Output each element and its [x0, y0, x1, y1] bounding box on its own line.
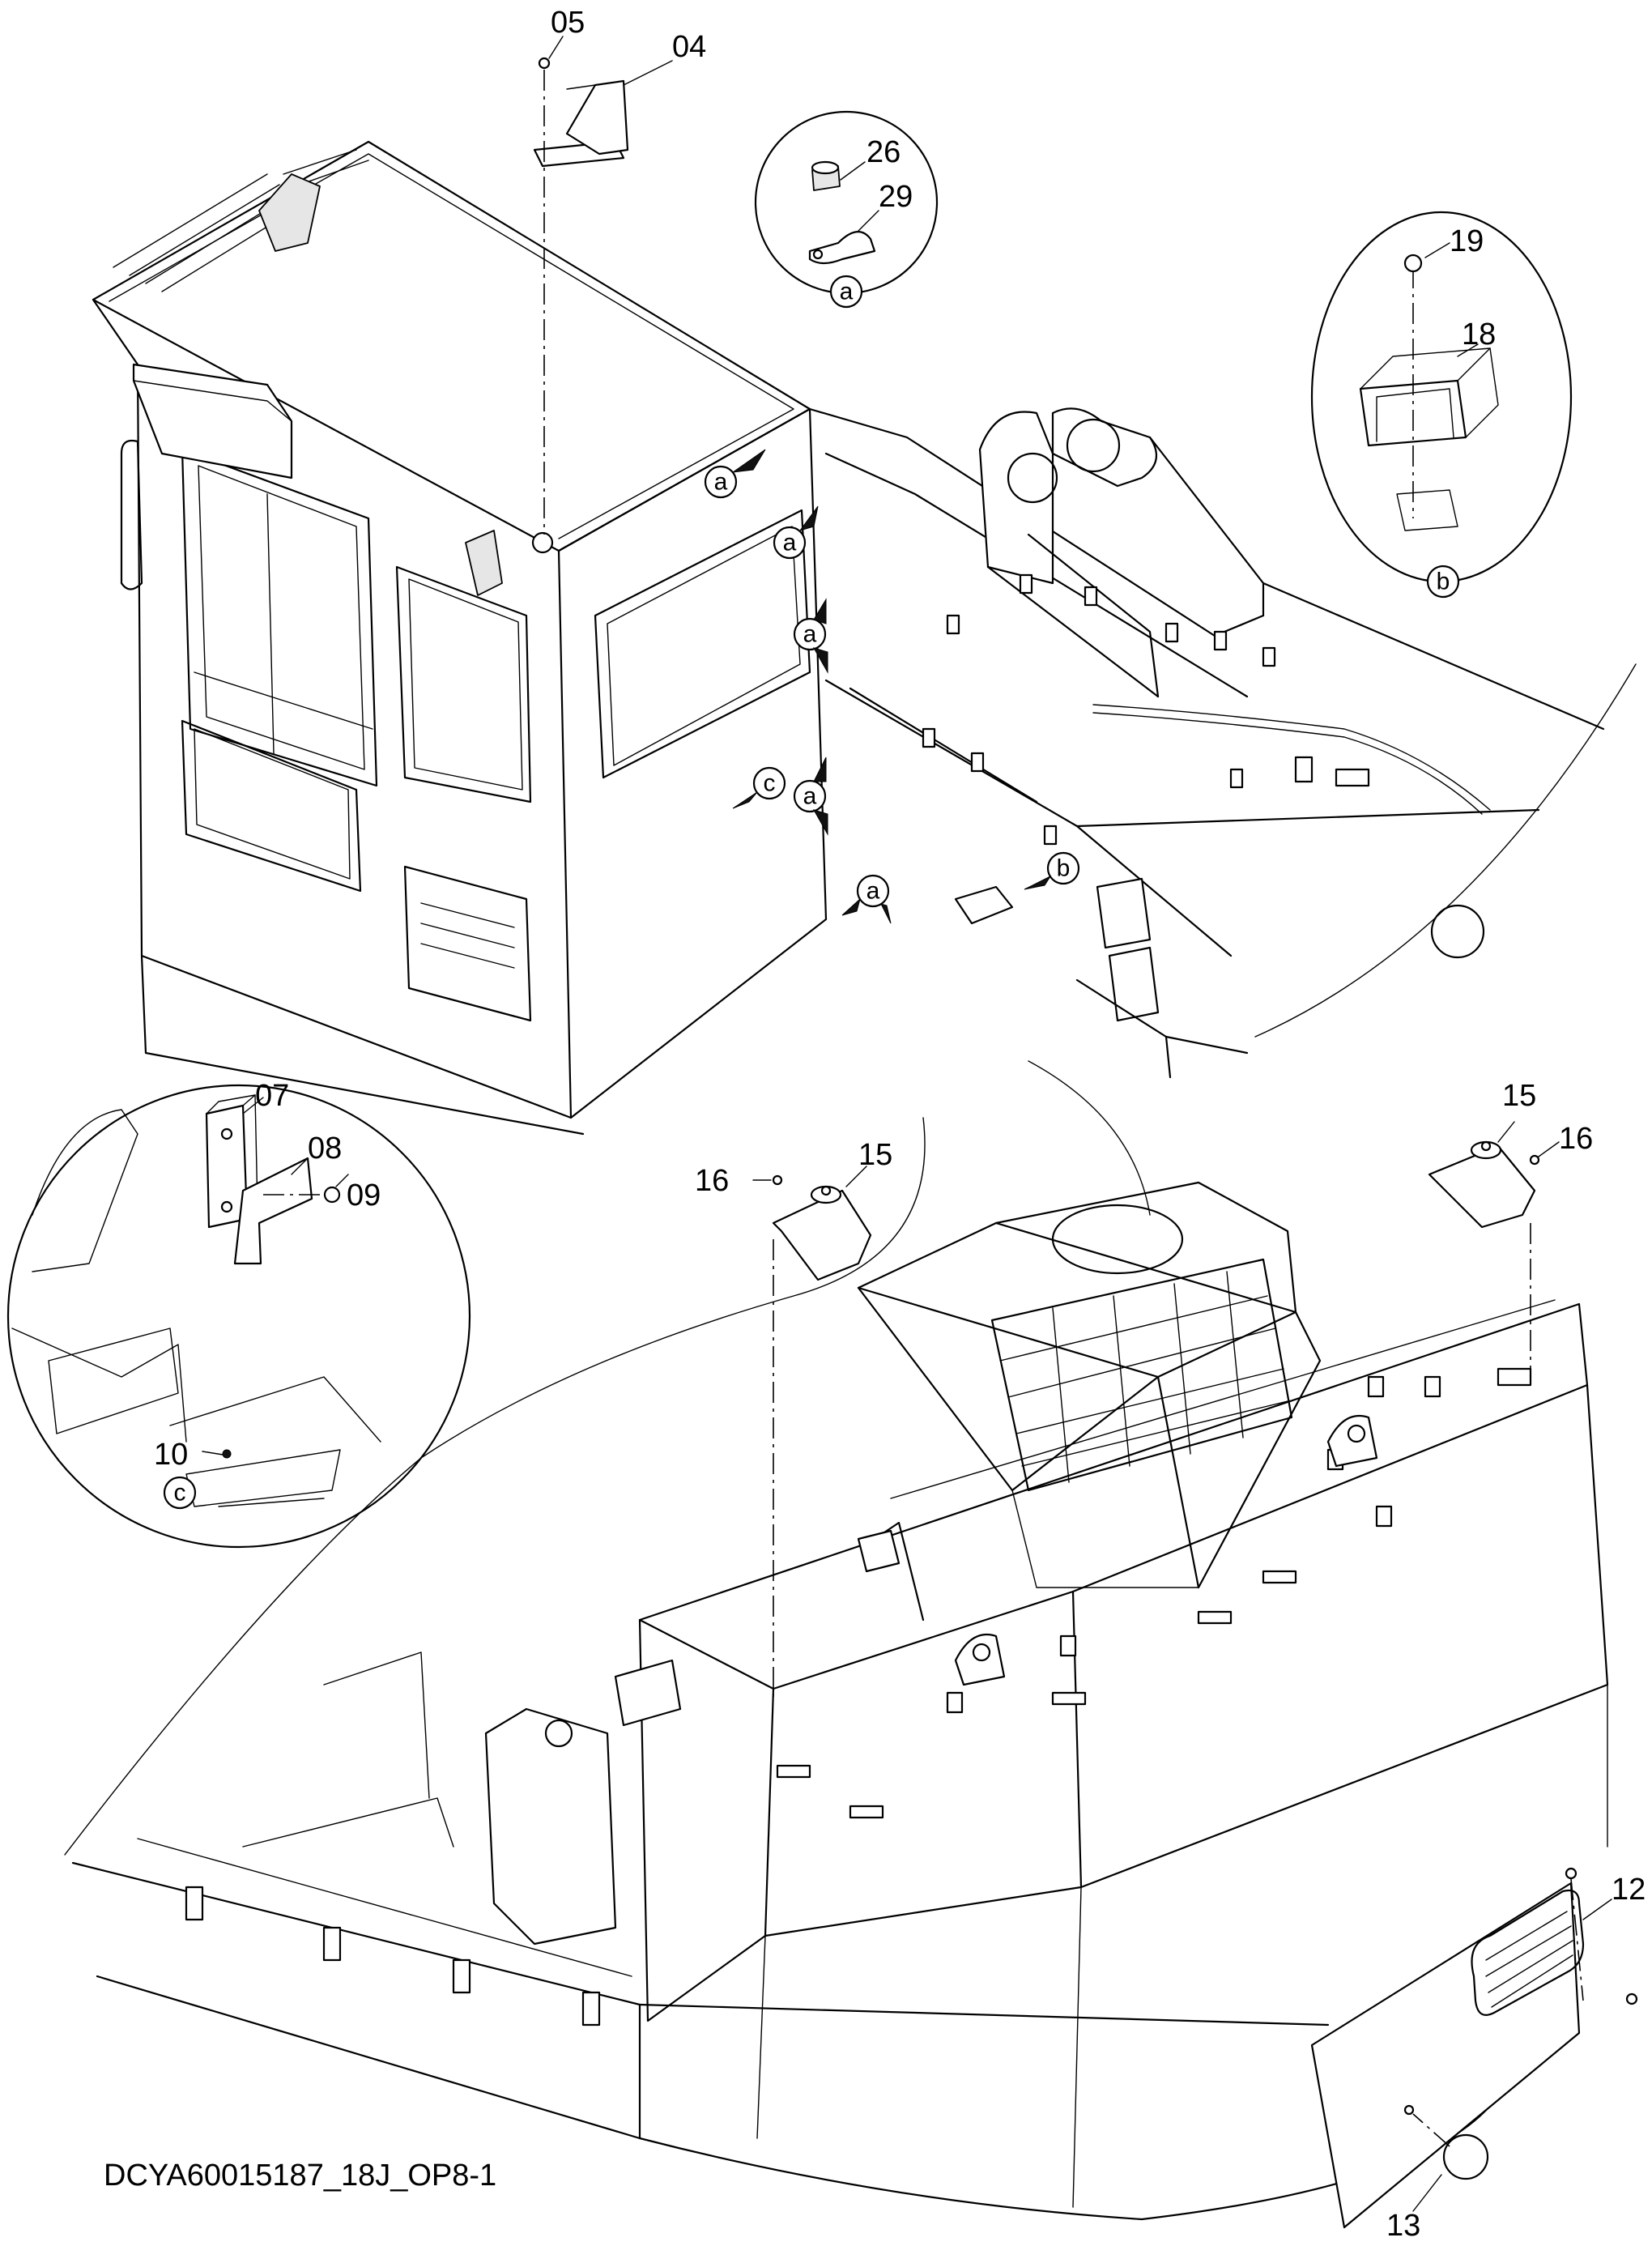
label-part-05: 05	[551, 6, 585, 40]
label-part-26: 26	[866, 135, 901, 169]
label-part-16-right: 16	[1559, 1122, 1593, 1156]
ref-a-marker-5: a	[866, 878, 880, 905]
part-labels: 05 04 26 29 19 18 07 08 09 10 15 16 15 1…	[154, 6, 1646, 2243]
part-15-mount-left	[752, 1166, 872, 1701]
ref-c-marker: c	[764, 770, 776, 797]
label-part-10: 10	[154, 1438, 188, 1472]
part-04-bracket	[533, 36, 673, 535]
label-part-18: 18	[1462, 318, 1496, 352]
part-15-mount-right	[1428, 1121, 1560, 1377]
part-12-side-cover	[1310, 1867, 1638, 2229]
lower-frame-assembly	[64, 1060, 1609, 2221]
ref-a-marker-3: a	[803, 621, 817, 648]
detail-a-marker: a	[840, 279, 854, 305]
label-part-09: 09	[347, 1178, 381, 1212]
label-part-16-left: 16	[695, 1164, 729, 1198]
reference-markers: a a a a a c b	[704, 449, 1080, 924]
cab-assembly	[92, 140, 828, 1136]
drawing-code: DCYA60015187_18J_OP8-1	[104, 2159, 496, 2193]
label-part-07: 07	[255, 1079, 289, 1113]
ref-a-marker-2: a	[783, 530, 797, 556]
label-part-15-left: 15	[858, 1138, 892, 1172]
label-part-04: 04	[672, 30, 706, 64]
detail-c-callout: c	[6, 1084, 471, 1549]
label-part-15-right: 15	[1502, 1079, 1536, 1113]
detail-b-marker: b	[1437, 569, 1450, 595]
label-part-12: 12	[1612, 1873, 1646, 1907]
detail-b-callout: b	[1310, 211, 1573, 599]
detail-c-marker: c	[174, 1480, 186, 1507]
upper-frame-assembly	[808, 407, 1637, 1079]
label-part-19: 19	[1450, 224, 1484, 258]
detail-a-callout: a	[754, 110, 939, 309]
ref-a-marker-4: a	[803, 783, 817, 810]
part-13-plug	[1412, 2113, 1489, 2212]
label-part-13: 13	[1386, 2209, 1420, 2243]
label-part-29: 29	[879, 180, 913, 214]
ref-b-marker: b	[1057, 855, 1071, 882]
ref-a-marker-1: a	[714, 469, 728, 496]
label-part-08: 08	[308, 1132, 342, 1166]
